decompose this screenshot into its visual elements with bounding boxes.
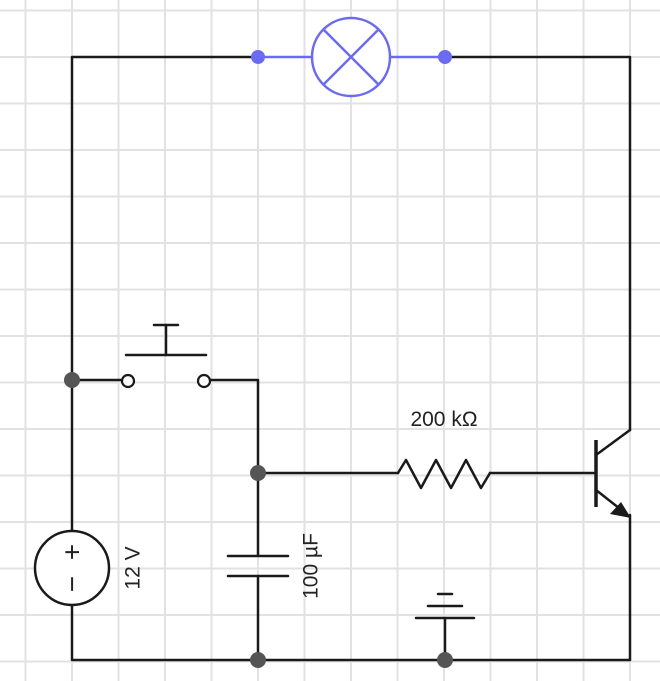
wire-top-right[interactable] [443, 55, 632, 432]
junction-node[interactable] [250, 465, 266, 481]
resistor-value-label: 200 kΩ [410, 408, 477, 431]
switch-contact-left [120, 373, 136, 389]
junctions [64, 372, 453, 668]
lamp[interactable] [251, 16, 452, 98]
npn-transistor[interactable] [594, 428, 632, 518]
push-button-switch[interactable] [120, 323, 212, 389]
wire-battery-bottom[interactable] [70, 513, 632, 662]
lamp-terminal-right[interactable] [438, 50, 452, 64]
capacitor-value-label: 100 µF [300, 533, 323, 599]
wire-left-top[interactable] [70, 55, 257, 382]
battery[interactable]: + − 12 V [33, 529, 145, 607]
ground[interactable] [414, 592, 476, 620]
junction-node[interactable] [250, 652, 266, 668]
switch-contact-right [196, 373, 212, 389]
junction-node[interactable] [437, 652, 453, 668]
battery-plus-sign: + [57, 544, 88, 560]
capacitor[interactable]: 100 µF [226, 533, 323, 599]
battery-minus-sign: − [57, 576, 88, 592]
resistor[interactable]: 200 kΩ [396, 408, 492, 490]
resistor-zigzag-icon [396, 458, 492, 490]
wire-switch-right[interactable] [208, 378, 260, 557]
lamp-terminal-left[interactable] [251, 50, 265, 64]
battery-voltage-label: 12 V [122, 546, 145, 589]
voltage-source-icon [33, 529, 111, 607]
junction-node[interactable] [64, 372, 80, 388]
emitter-arrow-icon [610, 502, 631, 518]
